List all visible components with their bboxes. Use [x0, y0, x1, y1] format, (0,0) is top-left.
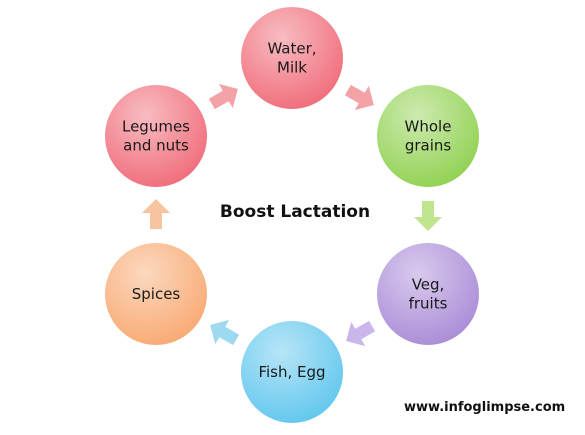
node-veg: Veg,fruits: [375, 241, 481, 347]
arrow-fish-to-spices: [210, 319, 240, 346]
arrow-grains-to-veg: [414, 201, 442, 231]
diagram-title: Boost Lactation: [220, 202, 370, 222]
arrow-spices-to-legumes: [142, 199, 170, 229]
node-legumes-label: Legumes: [122, 118, 190, 136]
node-grains-circle: [375, 83, 481, 189]
node-water-label: Water,: [267, 40, 316, 58]
arrow-legumes-to-water: [208, 83, 238, 110]
arrow-water-to-grains: [344, 84, 374, 111]
node-fish: Fish, Egg: [239, 319, 345, 425]
node-spices: Spices: [103, 241, 209, 347]
node-veg-label: fruits: [409, 295, 448, 313]
arrow-veg-to-fish: [346, 320, 376, 347]
node-grains-label: grains: [405, 137, 452, 155]
node-legumes-circle: [103, 83, 209, 189]
node-fish-label: Fish, Egg: [258, 363, 325, 381]
node-fish-circle: [239, 319, 345, 425]
node-water-circle: [239, 5, 345, 111]
node-water-label: Milk: [277, 59, 307, 77]
node-veg-circle: [375, 241, 481, 347]
node-spices-circle: [103, 241, 209, 347]
node-veg-label: Veg,: [412, 276, 445, 294]
node-water: Water,Milk: [239, 5, 345, 111]
watermark-text: www.infoglimpse.com: [404, 400, 566, 415]
node-grains-label: Whole: [405, 118, 452, 136]
node-spices-label: Spices: [132, 285, 181, 303]
arrows-layer: [142, 83, 442, 347]
node-legumes-label: and nuts: [123, 137, 189, 155]
